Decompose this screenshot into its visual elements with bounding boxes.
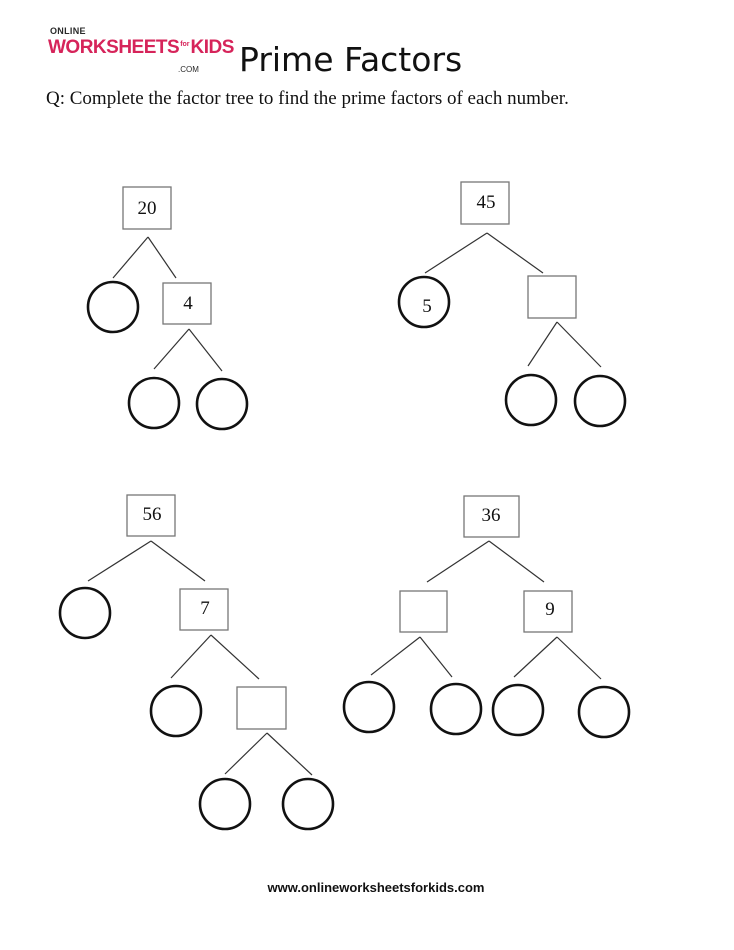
answer-circle[interactable]	[198, 777, 252, 831]
branch-line	[486, 232, 544, 274]
branch-line	[112, 236, 149, 279]
branch-line	[210, 634, 260, 680]
box-label: 4	[183, 293, 193, 314]
answer-circle[interactable]	[195, 377, 249, 431]
branch-line	[147, 236, 177, 279]
factor-tree-45: 45 5	[397, 181, 627, 428]
branch-line	[188, 328, 223, 372]
answer-circle[interactable]	[504, 373, 558, 427]
box-label: 56	[143, 504, 162, 525]
site-logo: ONLINE WORKSHEETSforKIDS .COM	[48, 24, 234, 80]
question-text: Q: Complete the factor tree to find the …	[46, 88, 569, 109]
answer-circle[interactable]	[149, 684, 203, 738]
answer-circle[interactable]	[58, 586, 112, 640]
footer: www.onlineworksheetsforkids.com	[0, 880, 734, 895]
box-label: 36	[482, 505, 501, 526]
number-box	[463, 495, 520, 538]
branch-line	[488, 540, 545, 583]
branch-line	[370, 636, 421, 676]
answer-circle[interactable]	[86, 280, 140, 334]
branch-line	[266, 732, 313, 776]
number-box	[122, 186, 172, 230]
branch-line	[556, 636, 602, 680]
branch-line	[153, 328, 190, 370]
logo-for-text: for	[180, 41, 190, 48]
branch-line	[556, 321, 602, 368]
branch-line	[426, 540, 490, 583]
footer-url-link[interactable]: www.onlineworksheetsforkids.com	[267, 880, 485, 895]
branch-line	[513, 636, 558, 678]
answer-circle[interactable]	[281, 777, 335, 831]
answer-circle[interactable]	[491, 683, 545, 737]
branch-line	[527, 321, 558, 367]
answer-box[interactable]	[527, 275, 577, 319]
factor-tree-36: 36 9	[342, 495, 631, 739]
logo-worksheets-text: WORKSHEETS	[48, 37, 180, 58]
answer-circle[interactable]	[577, 685, 631, 739]
answer-circle[interactable]	[127, 376, 181, 430]
box-label: 20	[138, 198, 157, 219]
factor-tree-56: 56 7	[58, 494, 335, 831]
logo-online-text: ONLINE	[50, 26, 86, 36]
box-label: 9	[545, 599, 555, 620]
box-label: 7	[200, 598, 210, 619]
answer-circle[interactable]	[573, 374, 627, 428]
number-box	[126, 494, 176, 537]
branch-line	[170, 634, 212, 679]
answer-circle[interactable]	[397, 275, 451, 329]
box-label: 45	[477, 192, 496, 213]
answer-box[interactable]	[399, 590, 448, 633]
factor-tree-20: 20 4	[86, 186, 249, 431]
branch-line	[419, 636, 453, 678]
answer-circle[interactable]	[342, 680, 396, 734]
branch-line	[424, 232, 488, 274]
number-box	[523, 590, 573, 633]
circle-label: 5	[422, 296, 432, 317]
branch-line	[150, 540, 206, 582]
page-title: Prime Factors	[239, 40, 463, 79]
answer-circle[interactable]	[429, 682, 483, 736]
branch-line	[224, 732, 268, 775]
logo-com-text: .COM	[178, 65, 199, 74]
logo-wordmark: WORKSHEETSforKIDS	[48, 37, 234, 59]
branch-line	[87, 540, 152, 582]
number-box	[179, 588, 229, 631]
number-box	[162, 282, 212, 325]
answer-box[interactable]	[236, 686, 287, 730]
logo-kids-text: KIDS	[190, 37, 235, 58]
number-box	[460, 181, 510, 225]
